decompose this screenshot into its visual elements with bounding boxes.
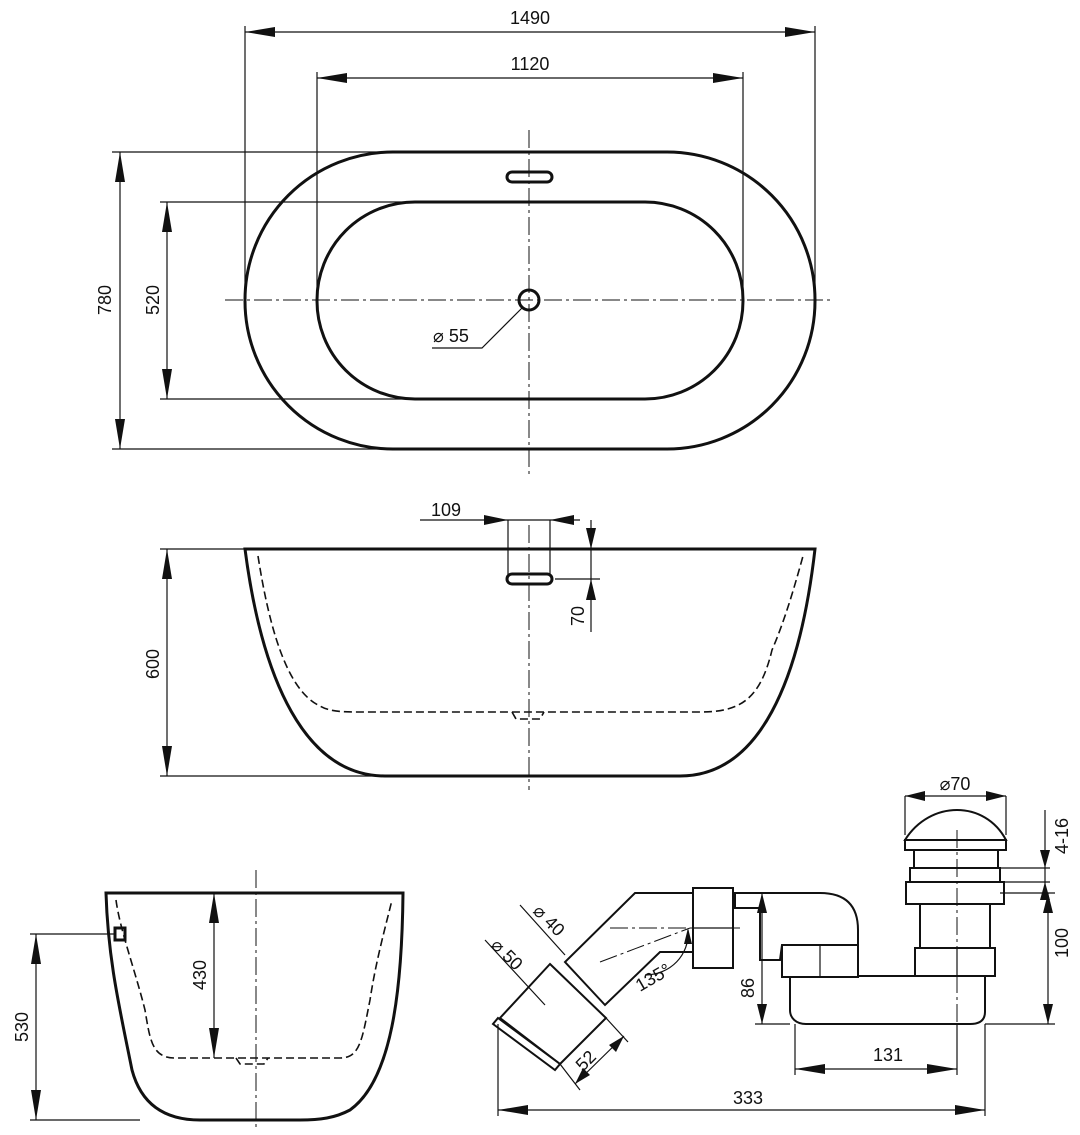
dim-inner-length: 1120 xyxy=(511,54,550,74)
tub-side-inner-hidden xyxy=(115,899,393,1059)
dim-siphon-height: 100 xyxy=(1052,928,1072,958)
dim-overflow-width: 109 xyxy=(431,500,461,520)
tub-front-outline xyxy=(243,547,817,778)
plug-nut-upper xyxy=(909,867,1001,883)
dim-overall-width: 780 xyxy=(95,285,115,315)
plug-neck xyxy=(913,849,999,869)
overflow-side xyxy=(113,926,127,942)
plug-nut-lower xyxy=(905,881,1005,905)
plug-cap xyxy=(903,809,1008,841)
top-view: 1490 1120 780 520 ⌀ 55 xyxy=(95,8,830,478)
dim-riser-height: 86 xyxy=(738,978,758,998)
angled-pipe xyxy=(563,892,694,1007)
dim-overall-length: 333 xyxy=(733,1088,763,1108)
plug-body xyxy=(919,903,991,949)
front-view: 109 70 600 xyxy=(143,500,817,790)
dim-outlet-diameter: ⌀ 50 xyxy=(487,935,526,974)
dim-inner-width: 520 xyxy=(143,285,163,315)
dim-plug-diameter: ⌀70 xyxy=(940,774,971,794)
side-drain-hidden xyxy=(235,1057,269,1065)
tub-side-outline xyxy=(104,891,405,1122)
dim-overflow-height: 530 xyxy=(12,1012,32,1042)
plug-coupling xyxy=(914,947,996,977)
dim-overflow-offset: 70 xyxy=(568,606,588,626)
trap-body xyxy=(789,975,986,1025)
outlet-ring xyxy=(491,1016,562,1072)
dim-pipe-diameter: ⌀ 40 xyxy=(529,901,568,940)
plug-ring xyxy=(904,839,1007,851)
dim-outlet-length: 52 xyxy=(572,1047,600,1075)
dim-plug-adjust: 4-16 xyxy=(1052,818,1072,854)
dim-inner-depth: 430 xyxy=(190,960,210,990)
drain-outlet-hidden xyxy=(511,711,545,720)
drain-leader-line xyxy=(432,307,523,349)
dim-overall-length: 1490 xyxy=(510,8,550,28)
side-view: 430 530 xyxy=(12,870,405,1130)
dim-drain-diameter: ⌀ 55 xyxy=(433,326,469,346)
dim-trap-length: 131 xyxy=(873,1045,903,1065)
drain-set-view: ⌀70 4-16 100 86 131 333 xyxy=(484,774,1072,1116)
tub-front-inner-hidden xyxy=(257,555,804,713)
dim-tub-height: 600 xyxy=(143,649,163,679)
